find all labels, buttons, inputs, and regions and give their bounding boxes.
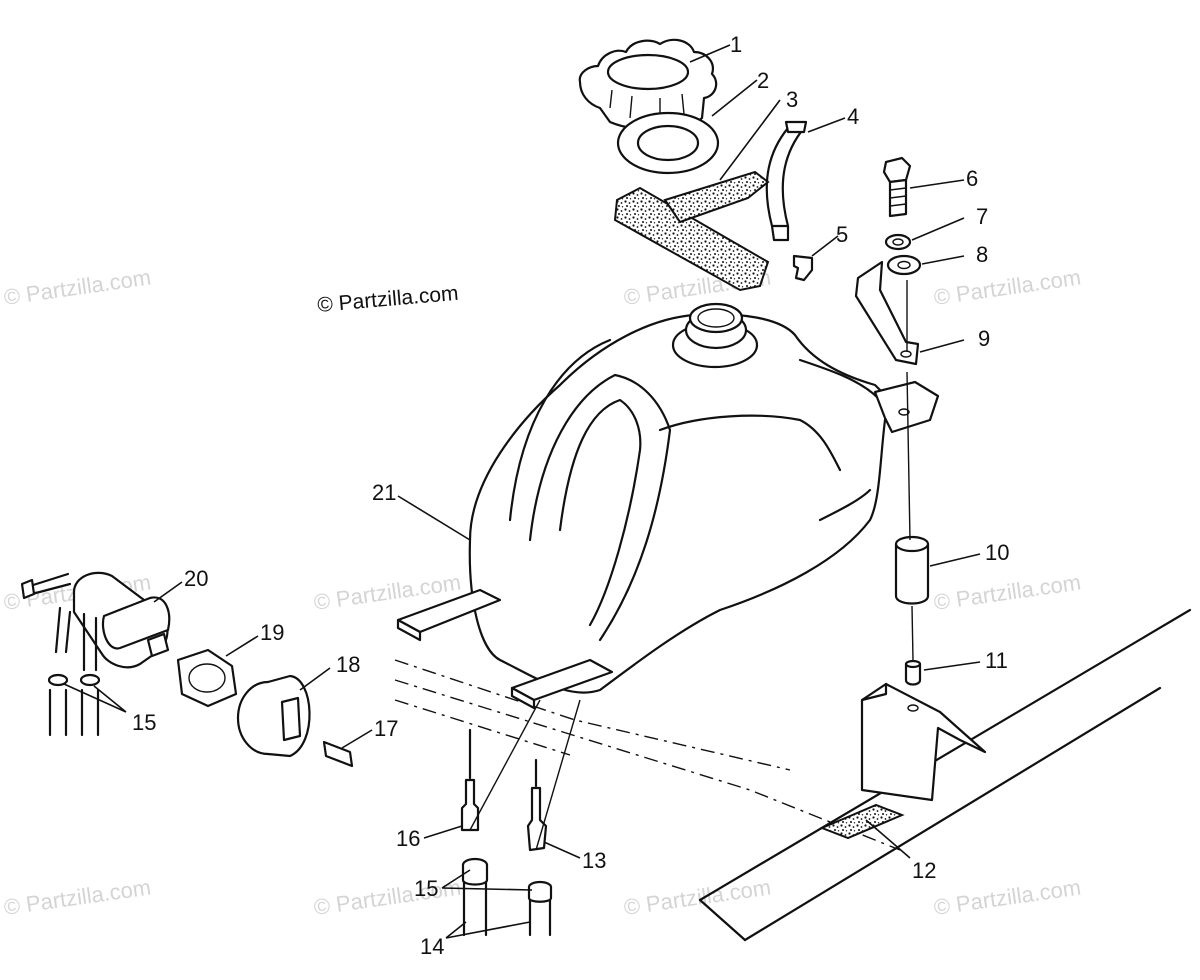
- callout-8: 8: [976, 242, 988, 267]
- callout-2: 2: [757, 68, 769, 93]
- callout-19: 19: [260, 620, 284, 645]
- part-21-fuel-tank: [396, 302, 940, 710]
- part-6-bolt: [882, 156, 912, 218]
- part-9-bracket: [854, 260, 920, 366]
- part-16-fitting: [460, 728, 480, 832]
- callout-4: 4: [847, 104, 859, 129]
- watermark: © Partzilla.com: [622, 875, 772, 920]
- part-3-foam-strip: [613, 170, 770, 292]
- callout-10: 10: [985, 540, 1009, 565]
- callout-18: 18: [336, 652, 360, 677]
- callout-11: 11: [985, 648, 1008, 673]
- watermark: © Partzilla.com: [932, 265, 1082, 310]
- callout-9: 9: [978, 326, 990, 351]
- part-15-hose-clamps-left: [47, 673, 101, 737]
- callout-15-left: 15: [132, 710, 156, 735]
- part-13-fitting: [526, 758, 548, 852]
- part-17-screw: [322, 740, 354, 768]
- callouts: 1 2 3 4 5 6 7 8 9 10 11 12 13 14 15 16 1…: [132, 32, 1009, 959]
- part-18-filter-housing: [236, 674, 311, 758]
- part-1-fuel-cap: [578, 38, 718, 131]
- callout-21: 21: [372, 480, 396, 505]
- part-19-hex-nut: [176, 648, 238, 708]
- leader-lines: [63, 44, 981, 939]
- part-10-spacer: [894, 535, 930, 605]
- callout-7: 7: [976, 204, 988, 229]
- copyright-notice: © Partzilla.com: [316, 282, 459, 317]
- part-7-lock-washer: [884, 233, 912, 251]
- part-8-flat-washer: [886, 254, 922, 276]
- part-2-cap-gasket: [616, 111, 720, 175]
- part-14-fuel-lines: [462, 880, 552, 937]
- part-20-fuel-pump: [20, 571, 171, 672]
- frame-outline: [394, 608, 1192, 942]
- part-11-bushing: [904, 659, 922, 686]
- callout-1: 1: [730, 32, 742, 57]
- watermark: © Partzilla.com: [932, 875, 1082, 920]
- watermark: © Partzilla.com: [932, 570, 1082, 615]
- callout-3: 3: [786, 87, 798, 112]
- part-15-hose-clamps-bottom: [461, 857, 553, 903]
- watermark: © Partzilla.com: [2, 875, 152, 920]
- callout-5: 5: [836, 222, 848, 247]
- watermark: © Partzilla.com: [2, 265, 152, 310]
- callout-16: 16: [396, 826, 420, 851]
- callout-14: 14: [420, 934, 444, 959]
- callout-20: 20: [184, 566, 208, 591]
- part-4-vent-hose: [765, 120, 808, 242]
- callout-6: 6: [966, 166, 978, 191]
- part-5-elbow-fitting: [792, 254, 814, 282]
- callout-15-bottom: 15: [414, 876, 438, 901]
- tank-mount-bracket: [860, 682, 987, 802]
- callout-13: 13: [582, 848, 606, 873]
- callout-12: 12: [912, 858, 936, 883]
- callout-17: 17: [374, 716, 398, 741]
- watermark: © Partzilla.com: [312, 875, 462, 920]
- part-12-frame-pad: [819, 803, 905, 840]
